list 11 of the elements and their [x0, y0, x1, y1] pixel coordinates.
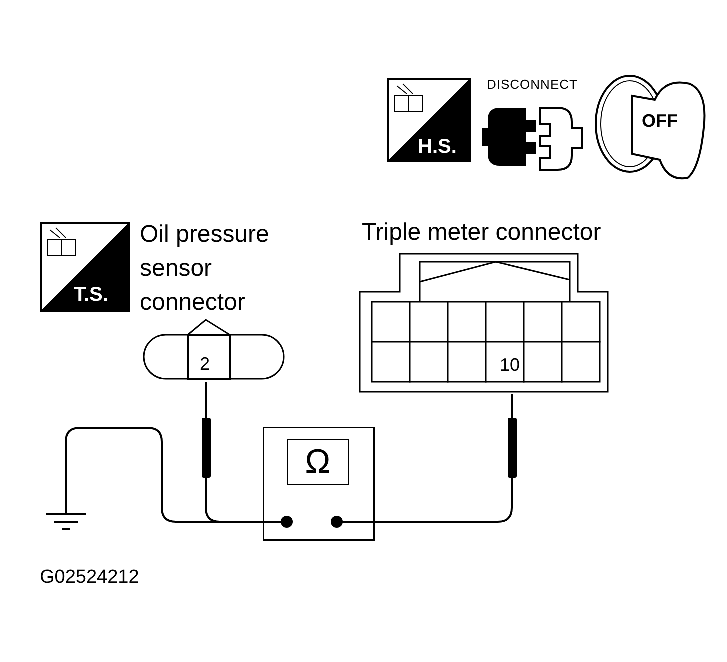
connector-label: Triple meter connector — [362, 218, 602, 248]
figure-code: G02524212 — [40, 568, 140, 589]
mode-label: H.S. — [418, 136, 457, 158]
mode-label: T.S. — [74, 284, 108, 306]
switch-position-label: OFF — [642, 112, 678, 132]
ground-symbol — [44, 500, 88, 530]
wire — [65, 427, 263, 523]
connector-label: Oil pressure sensor connector — [140, 220, 270, 318]
action-label: DISCONNECT — [487, 78, 578, 92]
meter-display: Ω — [287, 439, 349, 485]
wire — [375, 394, 513, 523]
